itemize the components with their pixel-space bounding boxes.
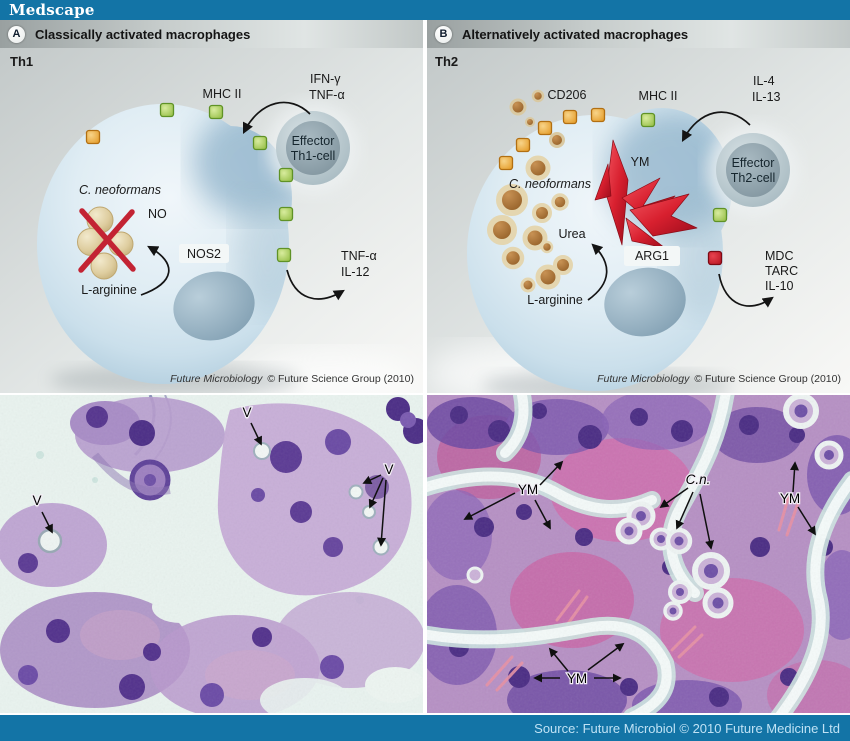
panel-b: B Alternatively activated macrophages [427, 20, 850, 393]
cd206-receptor-icon [537, 120, 553, 136]
th1-label: Th1 [10, 54, 33, 69]
panel-b-badge: B [435, 25, 452, 43]
il-10-label: IL-10 [765, 279, 794, 293]
nucleus [173, 271, 255, 341]
cd206-receptor-icon [515, 137, 531, 153]
mhc-receptor-icon [278, 206, 294, 222]
cd206-receptor-icon [590, 107, 606, 123]
arrows [587, 111, 774, 308]
ifn-gamma-label: IFN-γ [310, 72, 341, 86]
mhc-receptor-icon [159, 102, 175, 118]
nos2-box: NOS2 [179, 244, 229, 263]
cd206-receptor-icon [85, 129, 101, 145]
tnf-alpha-out-label: TNF-α [341, 249, 377, 263]
effector-th2-cell: Effector Th2-cell [707, 124, 799, 216]
panel-a-title: Classically activated macrophages [35, 26, 251, 42]
mhc-receptor-icon [276, 247, 292, 263]
no-label: NO [148, 207, 167, 221]
tnf-alpha-in-label: TNF-α [309, 88, 345, 102]
panel-b-title: Alternatively activated macrophages [462, 26, 689, 42]
effector-label-line1: Effector [732, 156, 775, 170]
killing-cross-icon [78, 208, 136, 273]
l-arginine-label: L-arginine [81, 283, 137, 297]
chemokine-receptor-icon [707, 250, 723, 266]
arg1-box: ARG1 [624, 246, 680, 266]
urea-label: Urea [558, 227, 585, 241]
panel-a-header: A Classically activated macrophages [0, 20, 423, 48]
c-neoformans-label: C. neoformans [79, 183, 161, 197]
credit-line: Future Microbiology© Future Science Grou… [170, 373, 414, 385]
nucleus [604, 267, 686, 337]
effector-label-line2: Th2-cell [731, 171, 775, 185]
arg1-label: ARG1 [635, 249, 669, 263]
medscape-top-bar: Medscape [0, 0, 850, 20]
ym-crystal [594, 139, 698, 249]
vacuole-label-top: V [242, 405, 251, 420]
micrograph-b-art [427, 395, 850, 713]
th2-label: Th2 [435, 54, 458, 69]
il-12-label: IL-12 [341, 265, 370, 279]
mdc-label: MDC [765, 249, 793, 263]
micrograph-b: YM C.n. YM YM [427, 395, 850, 713]
nos2-label: NOS2 [187, 247, 221, 261]
il-13-label: IL-13 [752, 90, 781, 104]
mhc-ii-label: MHC II [639, 89, 678, 103]
credit-line: Future Microbiology© Future Science Grou… [597, 373, 841, 385]
cn-label: C.n. [686, 472, 711, 487]
mhc-receptor-icon [640, 112, 656, 128]
c-neoformans-label: C. neoformans [509, 177, 591, 191]
mhc-receptor-icon [208, 104, 224, 120]
effector-label-line2: Th1-cell [291, 149, 335, 163]
cryptococcus-yeasts [487, 89, 573, 293]
effector-label-line1: Effector [292, 134, 335, 148]
diagram-b: Effector Th2-cell [427, 48, 850, 393]
mhc-receptor-icon [712, 207, 728, 223]
ym-label-right: YM [780, 491, 800, 506]
ym-label-left: YM [518, 482, 538, 497]
micrograph-a-art [0, 395, 423, 713]
micrograph-a-annotations: V V V [31, 404, 395, 547]
tarc-label: TARC [765, 264, 798, 278]
mhc-ii-label: MHC II [203, 87, 242, 101]
effector-th1-cell: Effector Th1-cell [267, 102, 359, 194]
membrane-receptors [498, 107, 728, 266]
source-text: Source: Future Microbiol © 2010 Future M… [534, 720, 840, 736]
cd206-receptor-icon [498, 155, 514, 171]
cd206-label: CD206 [548, 88, 587, 102]
mhc-receptor-icon [252, 135, 268, 151]
cd206-receptor-icon [562, 109, 578, 125]
ym-label-bottom: YM [567, 671, 587, 686]
mhc-receptors [85, 102, 294, 263]
vacuole-label-left: V [32, 493, 41, 508]
micrograph-b-annotations: YM C.n. YM YM [463, 460, 816, 687]
l-arginine-label: L-arginine [527, 293, 583, 307]
medscape-logo: Medscape [9, 1, 95, 19]
il-4-label: IL-4 [753, 74, 775, 88]
micrograph-a: V V V [0, 395, 423, 713]
panel-a-badge: A [8, 25, 25, 43]
mhc-receptor-icon [278, 167, 294, 183]
arrows [140, 101, 345, 301]
diagram-a: Effector Th1-cell NOS2 [0, 48, 423, 393]
vacuole-label-right: V [384, 462, 393, 477]
figure-grid: A Classically activated macrophages [0, 20, 850, 713]
source-bar: Source: Future Microbiol © 2010 Future M… [0, 715, 850, 741]
panel-a: A Classically activated macrophages [0, 20, 423, 393]
panel-b-header: B Alternatively activated macrophages [427, 20, 850, 48]
ym-label: YM [631, 155, 650, 169]
